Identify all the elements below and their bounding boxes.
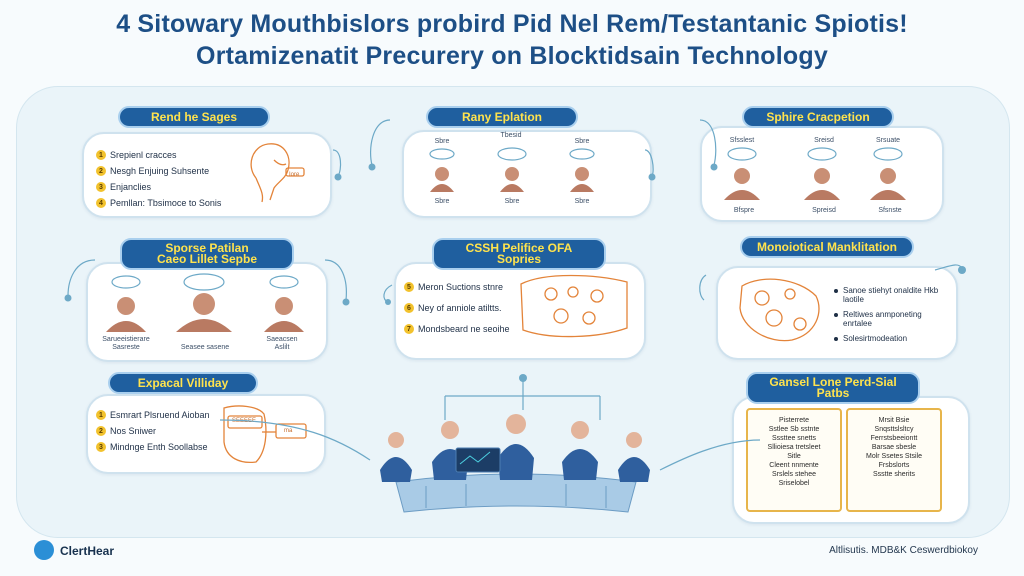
panel-2-top-3: Sbre <box>574 138 590 145</box>
list-item: Reltiwes anmponeting enrtalee <box>834 310 946 328</box>
panel-5-label: CSSH Pelifice OFA Sopries <box>432 238 606 270</box>
bullet-icon <box>834 313 838 317</box>
panel-3-top-3: Srsuate <box>875 137 901 144</box>
panel-6-label: Monoiotical Manklitation <box>740 236 914 258</box>
bust-figures-icon <box>429 147 595 192</box>
form-field-2: ma <box>284 428 293 434</box>
bullet-icon <box>834 289 838 293</box>
panel-4-cap-2: Seasee sasene <box>180 344 230 351</box>
panel-3-top-2: Sreisd <box>814 137 834 144</box>
number-badge-icon: 1 <box>96 410 106 420</box>
team-with-platform-icon <box>380 414 650 513</box>
panel-2-top-1: Sbre <box>434 138 450 145</box>
number-badge-icon: 3 <box>96 442 106 452</box>
gold-frame-left: Pisterrete Sstlee Sb sstnte Sssttee snet… <box>746 408 842 512</box>
panel-4-cap-3: Saeacsen Aslilt <box>266 336 298 351</box>
panel-6-list: Sanoe stiehyt onaldite Hkb laotile Relti… <box>834 286 946 349</box>
panel-4-label: Sporse Patilan Caeo Lillet Sepbe <box>120 238 294 270</box>
panel-2-cap-3: Sbre <box>574 198 590 205</box>
panel-3-cap-3: Sfsnste <box>878 207 902 214</box>
brand-logo-icon <box>34 540 54 560</box>
footer-brand: ClertHear <box>60 544 115 558</box>
number-badge-icon: 7 <box>404 324 414 334</box>
panel-3-cap-2: Spreisd <box>812 207 836 214</box>
panel-2-top-2: Tbesid <box>500 132 522 139</box>
bust-figures-icon <box>106 273 304 332</box>
number-badge-icon: 5 <box>404 282 414 292</box>
panel-1-note: Iore <box>289 172 300 178</box>
head-sketch-icon <box>250 143 305 203</box>
panel-3-label: Sphire Cracpetion <box>742 106 894 128</box>
panel-rend-he-sages <box>82 132 332 218</box>
orange-cluster-icon <box>739 278 820 342</box>
list-item: Solesirtmodeation <box>834 334 946 343</box>
panel-7-label: Expacal Villiday <box>108 372 258 394</box>
number-badge-icon: 1 <box>96 150 106 160</box>
number-badge-icon: 3 <box>96 182 106 192</box>
panel-3-top-1: Sfsslest <box>729 137 755 144</box>
panel-8-label: Gansel Lone Perd-Sial Patbs <box>746 372 920 404</box>
orange-map-icon <box>520 274 628 338</box>
footer-credit: Altlisutis. MDB&K Ceswerdbiokoy <box>829 545 978 556</box>
number-badge-icon: 4 <box>96 198 106 208</box>
panel-3-cap-1: Bfspre <box>733 207 755 214</box>
number-badge-icon: 2 <box>96 426 106 436</box>
gold-frame-right: Mrsit Bsie Snqsttslsltcy Ferrstsbeeiontt… <box>846 408 942 512</box>
title-line-2: Ortamizenatit Precurery on Blocktidsain … <box>196 42 828 70</box>
panel-1-label: Rend he Sages <box>118 106 270 128</box>
bullet-icon <box>834 336 838 341</box>
bust-figures-icon <box>724 147 906 200</box>
number-badge-icon: 6 <box>404 303 414 313</box>
panel-2-cap-2: Sbre <box>504 198 520 205</box>
panel-2-cap-1: Sbre <box>434 198 450 205</box>
panel-4-cap-1: Sarueeistierare Sasreste <box>102 336 150 351</box>
list-item: Sanoe stiehyt onaldite Hkb laotile <box>834 286 946 304</box>
panel-2-label: Rany Eplation <box>426 106 578 128</box>
number-badge-icon: 2 <box>96 166 106 176</box>
title-line-1: 4 Sitowary Mouthbislors probird Pid Nel … <box>116 10 908 38</box>
panel-expacal-villiday <box>86 394 326 474</box>
